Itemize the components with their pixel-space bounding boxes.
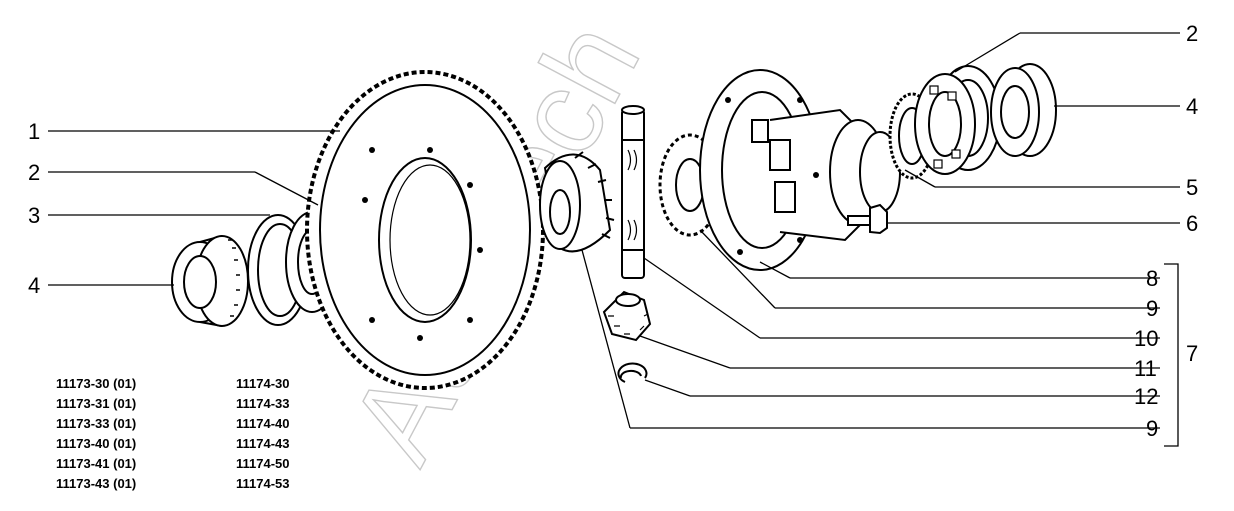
model-codes-right: 11174-30 11174-33 11174-40 11174-43 1117… <box>236 374 290 494</box>
side-gear <box>539 151 615 253</box>
planet-pinion <box>602 290 652 342</box>
callout-1: 1 <box>28 119 40 144</box>
model-code: 11174-40 <box>236 416 290 431</box>
callout-2-left: 2 <box>28 160 40 185</box>
callout-8: 8 <box>1146 266 1158 291</box>
callout-12: 12 <box>1134 384 1158 409</box>
model-code: 11174-30 <box>236 376 290 391</box>
callout-5: 5 <box>1186 175 1198 200</box>
oil-seal-left <box>171 235 249 327</box>
callout-2-right: 2 <box>1186 21 1198 46</box>
model-code: 11173-41 (01) <box>56 456 137 471</box>
model-code: 11173-33 (01) <box>56 416 137 431</box>
circlip <box>617 362 648 383</box>
model-code: 11174-43 <box>236 436 290 451</box>
leader-lines <box>48 32 1180 447</box>
model-code: 11174-33 <box>236 396 290 411</box>
callout-4-left: 4 <box>28 273 40 298</box>
callout-labels: 1 2 3 4 2 4 5 6 8 9 10 11 12 9 7 <box>28 21 1198 441</box>
callout-4-right: 4 <box>1186 94 1198 119</box>
bearing-right <box>914 65 1001 175</box>
callout-7: 7 <box>1186 341 1198 366</box>
model-code: 11174-50 <box>236 456 290 471</box>
callout-6: 6 <box>1186 211 1198 236</box>
model-code: 11174-53 <box>236 476 290 491</box>
callout-11: 11 <box>1134 356 1157 381</box>
bolt <box>847 203 888 235</box>
differential-housing <box>699 69 901 271</box>
model-code: 11173-30 (01) <box>56 376 137 391</box>
model-code: 11173-43 (01) <box>56 476 137 491</box>
model-codes-left: 11173-30 (01) 11173-31 (01) 11173-33 (01… <box>56 374 136 494</box>
callout-10: 10 <box>1134 326 1158 351</box>
oil-seal-right <box>990 63 1057 157</box>
model-code: 11173-40 (01) <box>56 436 137 451</box>
pinion-shaft <box>621 105 645 279</box>
callout-3: 3 <box>28 203 40 228</box>
ring-gear <box>305 70 545 390</box>
model-code: 11173-31 (01) <box>56 396 137 411</box>
callout-9-upper: 9 <box>1146 296 1158 321</box>
callout-9-lower: 9 <box>1146 416 1158 441</box>
